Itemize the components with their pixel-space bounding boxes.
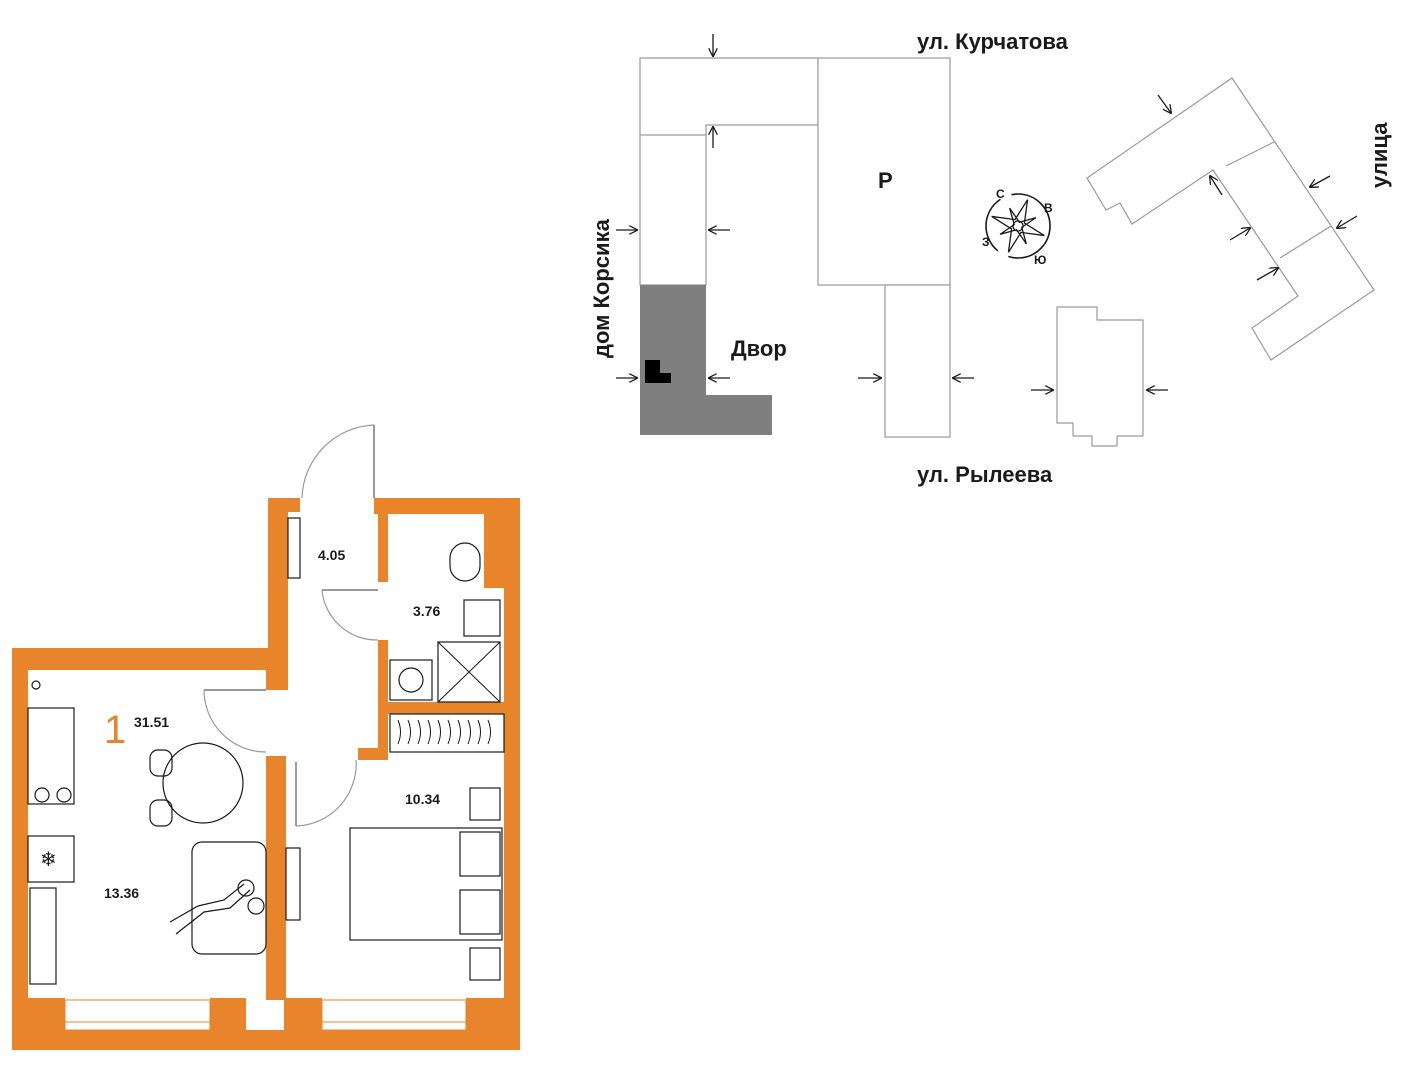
building-parking [817,57,951,286]
couch-icon [191,841,267,955]
kitchen-door-swing [203,689,267,753]
partition-hall-upper [266,648,288,690]
building-highlighted-section [640,285,772,435]
washing-machine-icon [389,659,433,701]
boiler-icon [31,680,41,690]
street-right-label: улица [1367,122,1392,188]
people-icon [169,883,251,935]
window-bedroom [321,999,467,1031]
compass-e: В [1044,201,1053,215]
partition-bath-bedroom [388,702,504,714]
pillow-icon [459,889,501,935]
floor-plan: ❄ 1 31.51 4.05 3.76 13.36 10.34 [12,424,520,1050]
chair-icon [149,749,173,777]
bath-door-swing [321,589,379,641]
hall-area: 4.05 [318,547,345,563]
coat-rack-icon [287,517,301,579]
building-lower [884,284,951,438]
compass-rose: С В Ю З [982,187,1053,267]
rooms-count: 1 [104,708,126,752]
total-area: 31.51 [134,714,169,730]
partition-bedroom-door [358,748,388,760]
bathroom-area: 3.76 [413,603,440,619]
entrance-arrows [616,34,1358,390]
compass-n: С [996,187,1005,201]
site-plan: С В Ю З ул. Курчатова ул. Рылеева улица … [589,29,1392,487]
fridge-icon [27,835,75,883]
partition-kitchen-bedroom [266,756,286,1000]
building-right-rotated [1086,77,1375,361]
sofa-bed-icon [29,887,57,985]
tv-icon [285,847,301,921]
street-bottom-label: ул. Рылеева [917,462,1053,487]
kitchen-counter-icon [27,707,75,805]
bath-shaft [484,514,504,588]
building-left-label: дом Корсика [589,218,614,358]
nightstand-icon [469,947,501,981]
courtyard-label: Двор [731,336,787,361]
window-kitchen [64,999,211,1031]
street-top-label: ул. Курчатова [917,29,1069,54]
apartment-location-marker [645,360,671,383]
nightstand-icon [469,787,501,821]
snowflake-icon: ❄ [40,849,57,871]
shower-icon [437,641,501,703]
sink-icon [463,599,501,637]
chair-icon [149,799,173,827]
partition-bath-left [378,514,388,582]
toilet-icon [449,542,481,582]
bed-icon [349,827,503,941]
pillow-icon [459,831,501,877]
bedroom-door-swing [295,759,357,827]
dining-table-icon [162,742,244,824]
parking-label: Р [878,168,893,193]
kitchen-living-area: 13.36 [104,885,139,901]
building-small [1056,306,1144,447]
wardrobe-icon [389,713,505,753]
entrance-door-swing [301,424,375,499]
compass-s: Ю [1034,253,1046,267]
stove-icon [34,787,50,803]
building-main-l [639,57,819,286]
partition-bath-lower [378,640,388,760]
compass-w: З [982,235,990,249]
bedroom-area: 10.34 [405,791,440,807]
